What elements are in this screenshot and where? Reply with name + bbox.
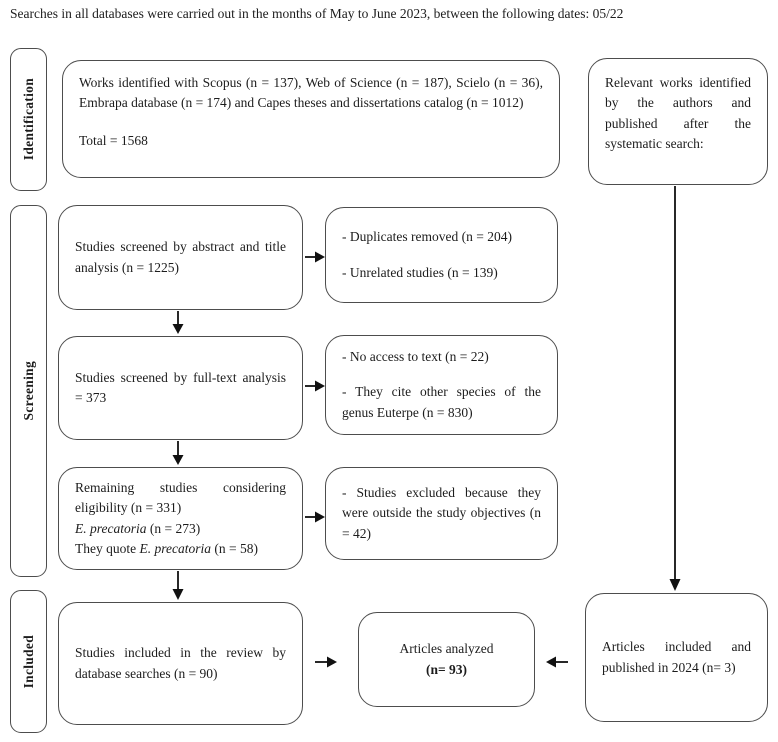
fulltext-screening-text: Studies screened by full-text analysis =…: [75, 369, 286, 405]
eligibility-line1: Remaining studies considering eligibilit…: [75, 480, 286, 516]
arrow-down-icon: [172, 441, 184, 465]
stage-screening-label: Screening: [20, 361, 36, 421]
species-name-italic-2: E. precatoria: [139, 540, 211, 556]
stage-included: Included: [10, 590, 47, 733]
eligibility-line3-count: (n = 58): [210, 540, 258, 556]
box-articles-analyzed: Articles analyzed (n= 93): [358, 612, 535, 707]
articles-analyzed-text: Articles analyzed: [399, 641, 494, 657]
exclusion-outside-objectives: - Studies excluded because they were out…: [342, 485, 541, 541]
box-abstract-exclusions: - Duplicates removed (n = 204) - Unrelat…: [325, 207, 558, 303]
arrow-left-icon: [546, 656, 568, 668]
box-relevant-works: Relevant works identified by the authors…: [588, 58, 768, 185]
eligibility-line2-count: (n = 273): [146, 520, 201, 536]
arrow-right-icon: [305, 380, 325, 392]
abstract-screening-text: Studies screened by abstract and title a…: [75, 239, 286, 275]
arrow-down-icon: [172, 571, 184, 600]
species-name-italic: E. precatoria: [75, 520, 147, 536]
box-eligibility: Remaining studies considering eligibilit…: [58, 467, 303, 570]
box-included-database: Studies included in the review by databa…: [58, 602, 303, 725]
relevant-works-text: Relevant works identified by the authors…: [605, 75, 751, 151]
eligibility-line2: E. precatoria (n = 273): [75, 519, 286, 539]
works-identified-text: Works identified with Scopus (n = 137), …: [79, 75, 543, 111]
exclusion-duplicates: - Duplicates removed (n = 204): [342, 229, 512, 245]
arrow-down-icon: [669, 186, 681, 591]
box-fulltext-screening: Studies screened by full-text analysis =…: [58, 336, 303, 440]
stage-included-label: Included: [20, 634, 36, 689]
exclusion-no-access: - No access to text (n = 22): [342, 349, 489, 365]
box-included-2024: Articles included and published in 2024 …: [585, 593, 768, 722]
box-fulltext-exclusions: - No access to text (n = 22) - They cite…: [325, 335, 558, 435]
search-dates-note: Searches in all databases were carried o…: [10, 6, 624, 21]
articles-analyzed-count: (n= 93): [425, 661, 468, 677]
arrow-right-icon: [315, 656, 337, 668]
exclusion-unrelated: - Unrelated studies (n = 139): [342, 264, 498, 280]
arrow-right-icon: [305, 251, 325, 263]
works-identified-total: Total = 1568: [79, 132, 148, 148]
stage-identification: Identification: [10, 48, 47, 191]
exclusion-other-species: - They cite other species of the genus E…: [342, 384, 541, 420]
stage-identification-label: Identification: [20, 78, 36, 161]
eligibility-line3: They quote E. precatoria (n = 58): [75, 539, 286, 559]
eligibility-line3-pre: They quote: [75, 540, 140, 556]
box-abstract-screening: Studies screened by abstract and title a…: [58, 205, 303, 310]
arrow-down-icon: [172, 311, 184, 334]
box-works-identified: Works identified with Scopus (n = 137), …: [62, 60, 560, 178]
box-eligibility-exclusions: - Studies excluded because they were out…: [325, 467, 558, 560]
included-2024-text: Articles included and published in 2024 …: [602, 639, 751, 675]
stage-screening: Screening: [10, 205, 47, 577]
arrow-right-icon: [305, 511, 325, 523]
included-database-text: Studies included in the review by databa…: [75, 645, 286, 681]
